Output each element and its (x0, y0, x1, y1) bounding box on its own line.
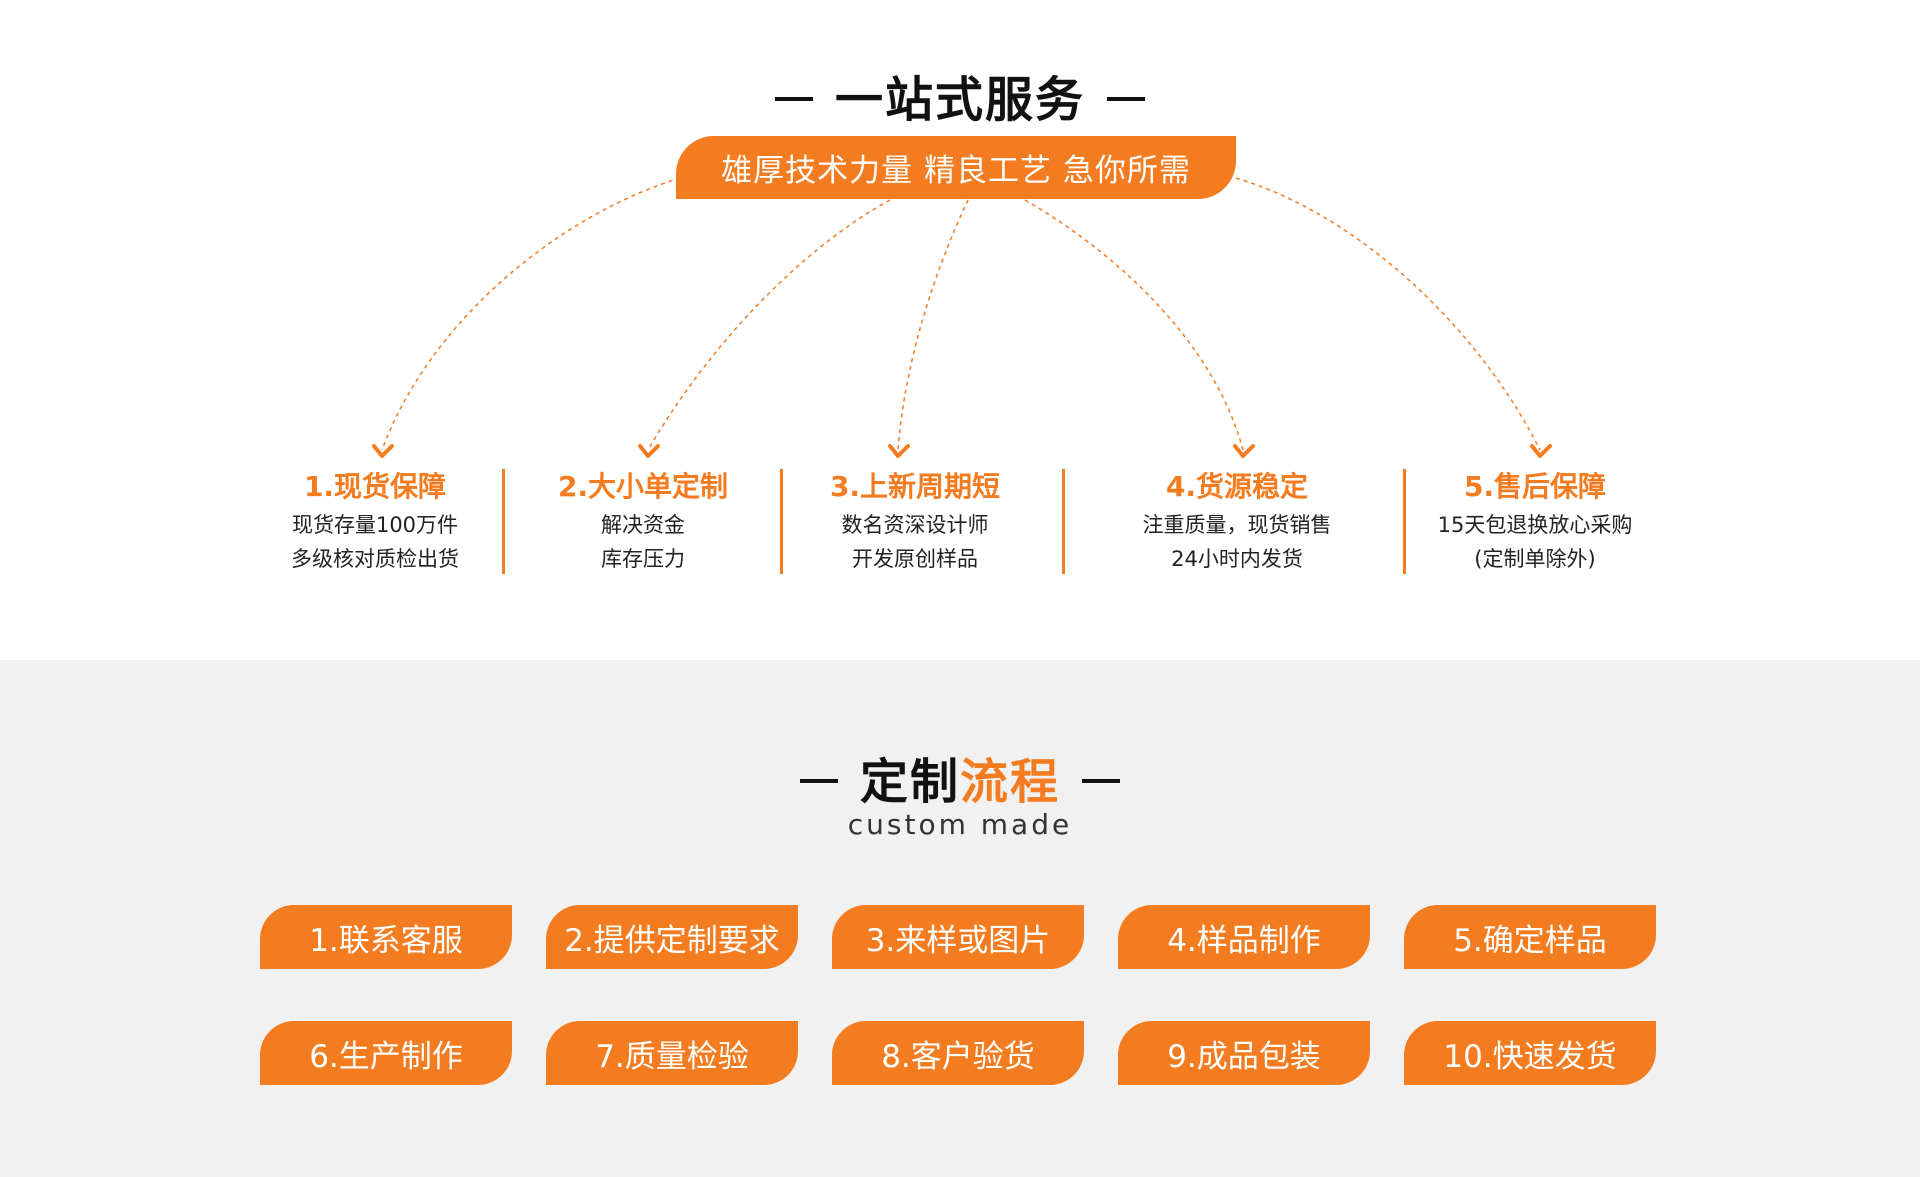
heading-dash-left (799, 779, 838, 783)
arc-1 (381, 177, 681, 451)
arrow-2-icon (638, 444, 660, 458)
arrow-4-icon (1233, 444, 1255, 458)
process-step: 6.生产制作 (260, 1021, 512, 1085)
service-title: 一站式服务 (834, 72, 1085, 128)
feature-line: 15天包退换放心采购 (1437, 513, 1633, 537)
feature-title: 3.上新周期短 (829, 470, 1001, 503)
arc-5 (1235, 177, 1541, 451)
process-step: 1.联系客服 (260, 905, 512, 969)
process-title-part2: 流程 (960, 754, 1061, 810)
feature-line: 开发原创样品 (852, 547, 978, 571)
feature-line: 多级核对质检出货 (291, 547, 459, 571)
process-step: 2.提供定制要求 (546, 905, 798, 969)
heading-dash-right (1107, 97, 1145, 101)
service-heading: 一站式服务 (0, 60, 1920, 130)
feature-title: 1.现货保障 (303, 470, 447, 503)
heading-dash-right (1082, 779, 1121, 783)
tagline-badge: 雄厚技术力量 精良工艺 急你所需 (676, 136, 1236, 199)
feature-divider (502, 469, 505, 574)
feature-title: 4.货源稳定 (1165, 470, 1309, 503)
feature-line: 24小时内发货 (1171, 547, 1303, 571)
feature-title: 5.售后保障 (1463, 470, 1607, 503)
feature-line: 注重质量，现货销售 (1142, 513, 1332, 537)
process-step: 3.来样或图片 (832, 905, 1084, 969)
arc-3 (897, 199, 969, 451)
process-step: 4.样品制作 (1118, 905, 1370, 969)
feature-line: (定制单除外) (1474, 547, 1596, 571)
feature-divider (1403, 469, 1406, 574)
arrow-1-icon (372, 444, 394, 458)
heading-dash-left (774, 97, 813, 101)
feature-divider (780, 469, 783, 574)
process-step: 7.质量检验 (546, 1021, 798, 1085)
process-step: 8.客户验货 (832, 1021, 1084, 1085)
feature-after-sales: 5.售后保障 15天包退换放心采购 (定制单除外) (1405, 466, 1665, 576)
connector-arcs (372, 177, 1552, 458)
feature-line: 数名资深设计师 (841, 513, 989, 537)
feature-divider (1062, 469, 1065, 574)
process-step: 9.成品包装 (1118, 1021, 1370, 1085)
arc-4 (1024, 199, 1244, 451)
feature-line: 现货存量100万件 (291, 513, 459, 537)
arrow-3-icon (888, 444, 910, 458)
process-title-part1: 定制 (859, 754, 960, 810)
feature-line: 解决资金 (601, 513, 685, 537)
feature-custom-orders: 2.大小单定制 解决资金 库存压力 (513, 466, 773, 576)
process-heading: 定制流程 (0, 742, 1920, 812)
feature-title: 2.大小单定制 (557, 470, 729, 503)
process-step: 10.快速发货 (1404, 1021, 1656, 1085)
arrow-5-icon (1530, 444, 1552, 458)
feature-stable-supply: 4.货源稳定 注重质量，现货销售 24小时内发货 (1107, 466, 1367, 576)
process-step: 5.确定样品 (1404, 905, 1656, 969)
feature-stock: 1.现货保障 现货存量100万件 多级核对质检出货 (245, 466, 505, 576)
arc-2 (647, 199, 891, 451)
process-subtitle: custom made (847, 808, 1073, 841)
feature-line: 库存压力 (601, 547, 685, 571)
service-section (0, 0, 1920, 660)
feature-new-arrivals: 3.上新周期短 数名资深设计师 开发原创样品 (785, 466, 1045, 576)
